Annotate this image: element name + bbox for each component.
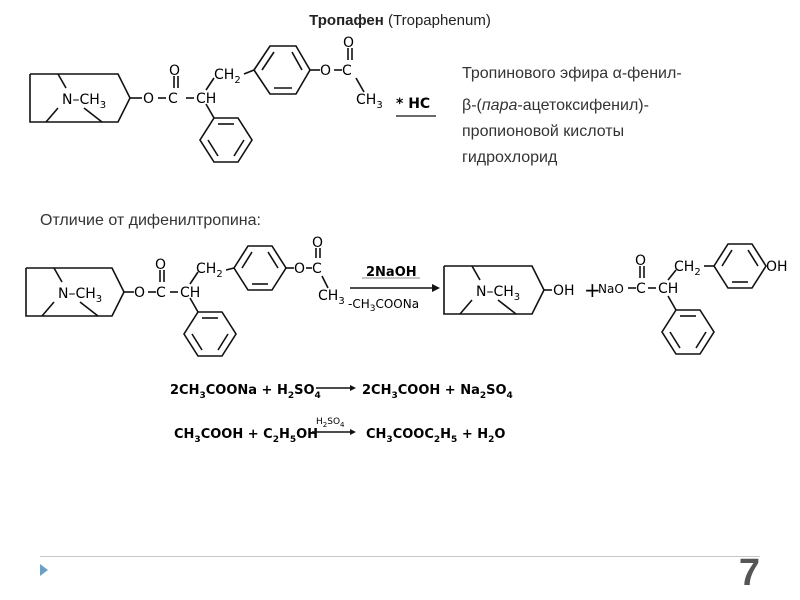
difference-label: Отличие от дифенилтропина: <box>40 212 261 229</box>
benzene-ring-1b <box>199 117 253 163</box>
eq2-catalyst: H2SO4 <box>316 417 345 429</box>
acetoxy-oxygen-2: O <box>294 261 305 277</box>
equation-1: 2CH3COONa + H2SO4 2CH3COOH + Na2SO4 <box>170 383 513 401</box>
methyl-label-1: CH3 <box>356 92 383 111</box>
acetoxy-o-2: O <box>312 235 323 251</box>
acetoxy-carbon-1: C <box>342 63 352 79</box>
salt-label: * HC <box>396 96 430 112</box>
plus-sign: + <box>584 278 601 302</box>
salt-phenyl-ring <box>661 309 715 355</box>
ester-chain-2 <box>124 267 235 313</box>
tropine-product <box>443 265 552 315</box>
title-latin: (Tropaphenum) <box>388 12 491 29</box>
amine-label-1: N–CH3 <box>62 92 106 111</box>
phenol-oh: OH <box>766 259 788 275</box>
description-line-2: β-(пара-ацетоксифенил)- <box>462 97 649 114</box>
equation-2: CH3COOH + C2H5OH H2SO4 CH3COOC2H5 + H2O <box>174 417 505 445</box>
naoh-label: 2NaOH <box>366 265 417 280</box>
acetoxy-oxygen-1: O <box>320 63 331 79</box>
description-italic: пара <box>481 97 518 114</box>
acetoxy-carbon-2: C <box>312 261 322 277</box>
eq2-left: CH3COOH + C2H5OH <box>174 427 318 445</box>
amine-label-2: N–CH3 <box>58 286 102 305</box>
ch2-label-1: CH2 <box>214 67 241 86</box>
nao-label: NaO <box>598 282 624 296</box>
ester-chain-1 <box>130 69 255 119</box>
carbonyl-oxygen-1: O <box>169 63 180 79</box>
nav-arrow-icon[interactable] <box>40 564 48 576</box>
benzene-ring-1a <box>253 45 365 95</box>
description-line-3: пропионовой кислоты <box>462 123 625 140</box>
benzene-ring-2a <box>233 245 329 291</box>
eq2-right: CH3COOC2H5 + H2O <box>366 427 505 445</box>
description-line-1: Тропинового эфира α-фенил- <box>462 65 682 82</box>
carbonyl-carbon-1: C <box>168 91 178 107</box>
salt-product-chain <box>628 265 714 311</box>
phenol-ring <box>713 243 767 289</box>
salt-carbon: C <box>636 281 646 297</box>
ch2-label-2: CH2 <box>196 261 223 280</box>
salt-ch: CH <box>658 281 678 297</box>
page-number: 7 <box>738 552 760 594</box>
eq1-right: 2CH3COOH + Na2SO4 <box>362 383 513 401</box>
title-name: Тропафен <box>309 12 384 29</box>
byproduct-label: -CH3COONa <box>348 297 419 314</box>
carbonyl-oxygen-2: O <box>155 257 166 273</box>
tropine-oh: OH <box>553 283 575 299</box>
carbonyl-carbon-2: C <box>156 285 166 301</box>
salt-carbonyl-o: O <box>635 253 646 269</box>
ch-label-2: CH <box>180 285 200 301</box>
salt-ch2: CH2 <box>674 259 701 278</box>
benzene-ring-2b <box>183 311 237 357</box>
description-line-4: гидрохлорид <box>462 149 558 166</box>
ch-label-1: CH <box>196 91 216 107</box>
acetoxy-o-1: O <box>343 35 354 51</box>
ester-oxygen-1: O <box>143 91 154 107</box>
amine-label-3: N–CH3 <box>476 284 520 303</box>
eq1-left: 2CH3COONa + H2SO4 <box>170 383 321 401</box>
ester-oxygen-2: O <box>134 285 145 301</box>
slide-title: Тропафен (Tropaphenum) <box>0 12 800 29</box>
footer-divider <box>40 556 760 557</box>
methyl-label-2: CH3 <box>318 288 345 307</box>
